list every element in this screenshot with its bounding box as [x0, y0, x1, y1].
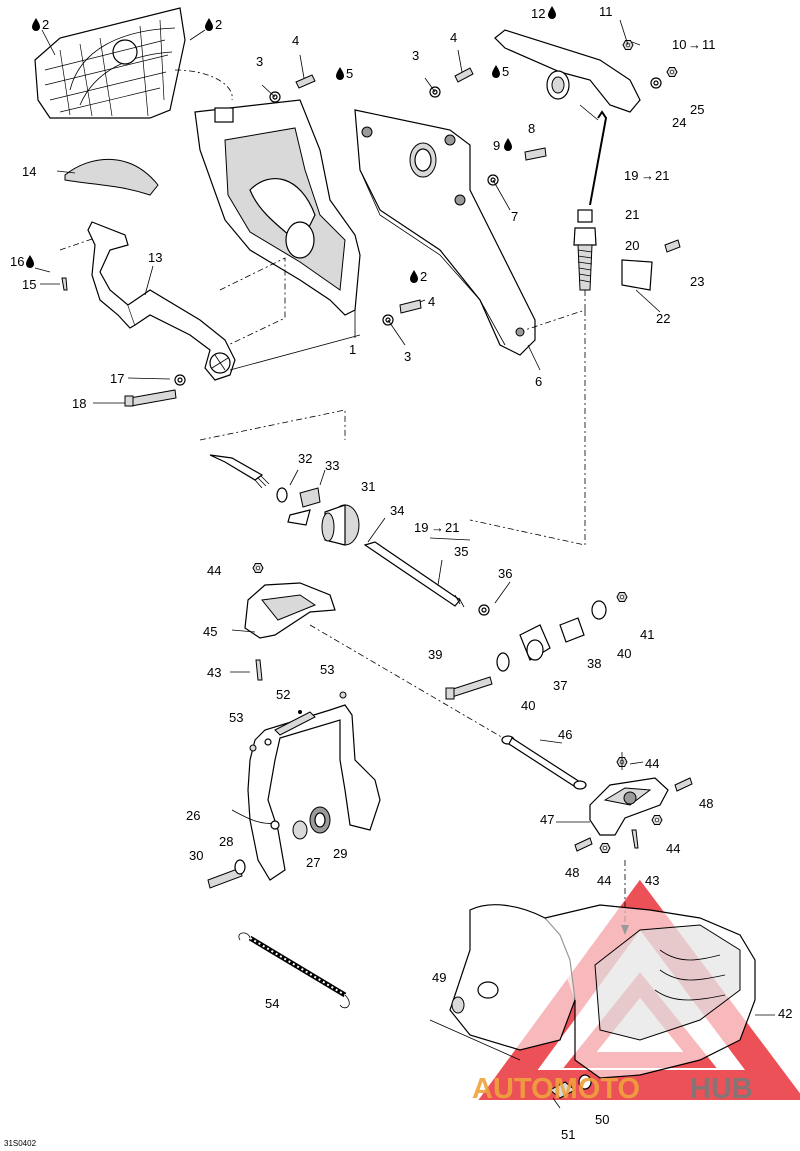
label-11: 11 [599, 4, 613, 19]
spring-54 [238, 932, 350, 1009]
gear-cover-grid [34, 7, 233, 119]
label-44: 44 [645, 756, 659, 771]
housing-part [194, 99, 361, 349]
label-3: 3 [412, 48, 419, 63]
label-48: 48 [565, 865, 579, 880]
label-44: 44 [666, 841, 680, 856]
label-2: 2 [215, 17, 222, 32]
label-5: 5 [502, 64, 509, 79]
label-37: 37 [553, 678, 567, 693]
label-36: 36 [498, 566, 512, 581]
screws-top [261, 49, 547, 346]
label-48: 48 [699, 796, 713, 811]
label-6: 6 [535, 374, 542, 389]
label-24: 24 [672, 115, 686, 130]
label-53: 53 [320, 662, 334, 677]
label-10-target: 11 [702, 37, 716, 52]
label-4: 4 [450, 30, 457, 45]
bushings [445, 592, 628, 700]
label-33: 33 [325, 458, 339, 473]
label-53: 53 [229, 710, 243, 725]
label-44: 44 [597, 873, 611, 888]
arrow-icon: → [431, 520, 444, 535]
label-41: 41 [640, 627, 654, 642]
label-46: 46 [558, 727, 572, 742]
label-27: 27 [306, 855, 320, 870]
label-19: 19 [624, 168, 638, 183]
label-15: 15 [22, 277, 36, 292]
label-54: 54 [265, 996, 279, 1011]
label-3: 3 [404, 349, 411, 364]
label-42: 42 [778, 1006, 792, 1021]
label-5: 5 [346, 66, 353, 81]
label-22: 22 [656, 311, 670, 326]
label-47: 47 [540, 812, 554, 827]
label-26: 26 [186, 808, 200, 823]
label-17: 17 [110, 371, 124, 386]
label-51: 51 [561, 1127, 575, 1142]
label-7: 7 [511, 209, 518, 224]
label-16: 16 [10, 254, 24, 269]
leader-lines [34, 29, 644, 823]
watermark-part1: AUTOMOTO [472, 1073, 640, 1105]
label-49: 49 [432, 970, 446, 985]
cable-plate [621, 239, 681, 313]
pedal-fasteners [61, 277, 186, 407]
arrow-icon: → [688, 37, 701, 52]
label-21: 21 [625, 207, 639, 222]
label-25: 25 [690, 102, 704, 117]
bracket-plate [354, 109, 541, 371]
arrow-icon: → [641, 168, 654, 183]
label-8: 8 [528, 121, 535, 136]
label-52: 52 [276, 687, 290, 702]
label-18: 18 [72, 396, 86, 411]
watermark-part2: HUB [690, 1073, 753, 1105]
label-43: 43 [207, 665, 221, 680]
label-4: 4 [292, 33, 299, 48]
diagram-code: 31S0402 [4, 1139, 37, 1148]
shaft-assembly [199, 409, 465, 608]
label-28: 28 [219, 834, 233, 849]
label-9: 9 [493, 138, 500, 153]
lever-arm [494, 19, 678, 206]
label-19-target: 21 [655, 168, 669, 183]
watermark-text: AUTOMOTO HUB [472, 1073, 753, 1105]
link-rod-46 [501, 735, 587, 790]
label-39: 39 [428, 647, 442, 662]
label-38: 38 [587, 656, 601, 671]
label-29: 29 [333, 846, 347, 861]
frame-26 [207, 691, 381, 889]
engine-case [429, 904, 775, 1109]
label-1: 1 [349, 342, 356, 357]
label-2: 2 [42, 17, 49, 32]
label-4: 4 [428, 294, 435, 309]
control-cable [469, 209, 597, 546]
label-23: 23 [690, 274, 704, 289]
label-40: 40 [617, 646, 631, 661]
label-12: 12 [531, 6, 545, 21]
label-32: 32 [298, 451, 312, 466]
brake-pedal [59, 158, 361, 381]
label-13: 13 [148, 250, 162, 265]
label-14: 14 [22, 164, 36, 179]
label-34: 34 [390, 503, 404, 518]
label-40: 40 [521, 698, 535, 713]
label-20: 20 [625, 238, 639, 253]
label-19: 19 [414, 520, 428, 535]
label-50: 50 [595, 1112, 609, 1127]
label-2: 2 [420, 269, 427, 284]
label-10: 10 [672, 37, 686, 52]
label-43: 43 [645, 873, 659, 888]
label-31: 31 [361, 479, 375, 494]
callout-labels: 2 2 3 4 5 3 4 5 12 11 10 → 11 24 25 9 8 … [4, 4, 792, 1148]
label-3: 3 [256, 54, 263, 69]
label-44: 44 [207, 563, 221, 578]
label-35: 35 [454, 544, 468, 559]
label-30: 30 [189, 848, 203, 863]
label-45: 45 [203, 624, 217, 639]
label-19-target: 21 [445, 520, 459, 535]
